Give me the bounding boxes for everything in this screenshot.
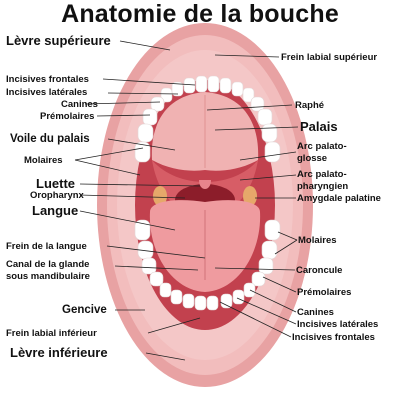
label-premolars-upper: Prémolaires [40,111,95,122]
label-lower-lip: Lèvre inférieure [10,345,108,360]
label-palate: Palais [300,119,338,134]
label-canines-lower: Canines [297,307,334,318]
label-gum: Gencive [62,304,107,316]
label-soft-palate: Voile du palais [10,133,90,145]
label-palatine-tonsil: Amygdale palatine [297,193,381,204]
label-molars-upper: Molaires [24,155,63,166]
label-palatoglossal-arch-line1: Arc palato- [297,141,347,152]
label-oropharynx: Oropharynx [30,190,84,201]
label-front-incisors-upper: Incisives frontales [6,74,89,85]
label-caruncle: Caroncule [296,265,343,276]
label-premolars-lower: Prémolaires [297,287,352,298]
label-palatopharyngeal-arch-line1: Arc palato- [297,169,347,180]
uvula [199,180,211,189]
leader-lines [74,40,299,361]
label-upper-lip: Lèvre supérieure [6,33,111,48]
label-frenulum-tongue: Frein de la langue [6,241,87,252]
label-lateral-incisors-upper: Incisives latérales [6,87,88,98]
label-upper-labial-frenulum: Frein labial supérieur [281,52,378,63]
label-uvula: Luette [36,176,75,191]
lower-teeth [134,219,281,311]
tonsil-right [243,186,257,206]
label-tongue: Langue [32,203,79,218]
label-lower-labial-frenulum: Frein labial inférieur [6,328,97,339]
label-palatoglossal-arch-line2: glosse [297,153,328,164]
label-canines-upper: Canines [61,99,98,110]
tonsil-left [153,186,167,206]
label-submandibular-duct-line1: Canal de la glande [6,259,90,270]
label-raphe: Raphé [295,100,325,111]
label-molars-lower: Molaires [298,235,337,246]
label-submandibular-duct-line2: sous mandibulaire [6,271,90,282]
label-palatopharyngeal-arch-line2: pharyngien [297,181,349,192]
label-lateral-incisors-lower: Incisives latérales [297,319,379,330]
label-front-incisors-lower: Incisives frontales [292,332,375,343]
